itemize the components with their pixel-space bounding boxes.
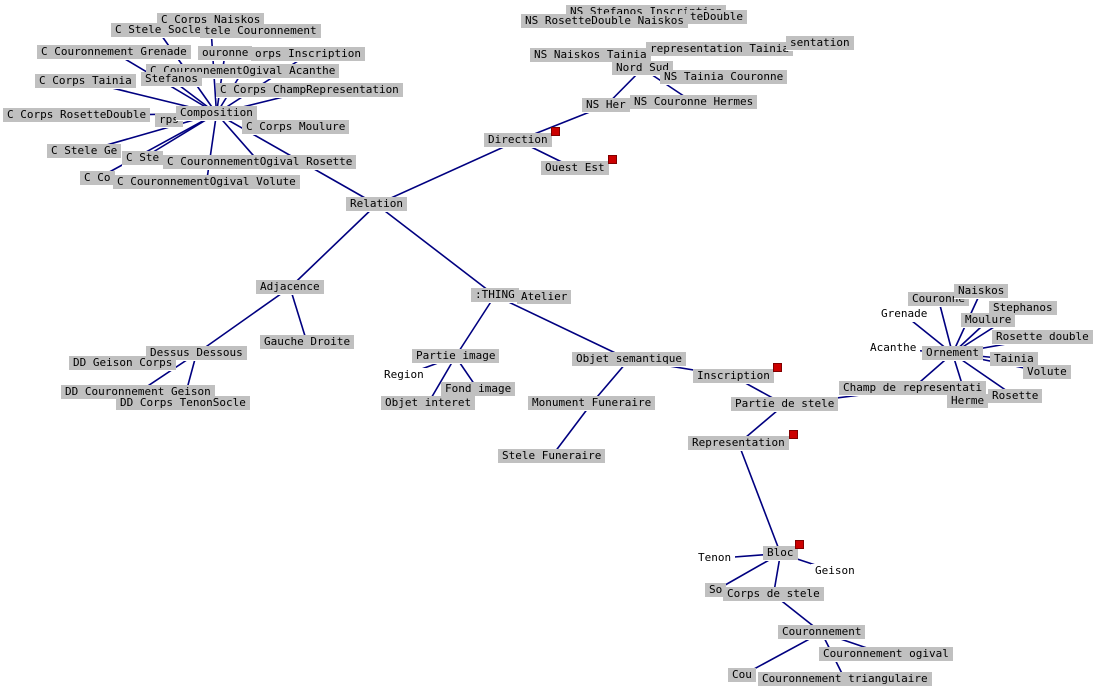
node-c-rps[interactable]: rps bbox=[155, 113, 183, 128]
edge-composition-c-co bbox=[97, 112, 217, 180]
node-socle[interactable]: So bbox=[705, 583, 727, 598]
edge-thing-objet-semantique bbox=[494, 294, 630, 361]
node-c-stele-ge[interactable]: C Stele Ge bbox=[47, 144, 122, 159]
edge-relation-thing bbox=[376, 203, 496, 297]
node-ns-rosettedouble-naiskos[interactable]: NS RosetteDouble Naiskos bbox=[521, 14, 688, 29]
edge-relation-adjacence bbox=[289, 203, 378, 289]
node-c-couronnement-grenade[interactable]: C Couronnement Grenade bbox=[37, 45, 191, 60]
edge-composition-c-couronnementogival-rosette bbox=[215, 112, 261, 164]
expand-marker-icon[interactable] bbox=[789, 430, 798, 439]
node-c-couronne[interactable]: ouronne bbox=[198, 46, 253, 61]
node-c-stele-socle[interactable]: C Stele Socle bbox=[111, 23, 206, 38]
node-objet-interet[interactable]: Objet interet bbox=[381, 396, 476, 411]
node-adjacence[interactable]: Adjacence bbox=[256, 280, 324, 295]
node-couronnement-triangulaire[interactable]: Couronnement triangulaire bbox=[758, 672, 932, 687]
node-dessus-dessous[interactable]: Dessus Dessous bbox=[146, 346, 247, 361]
edge-relation-direction bbox=[376, 139, 519, 206]
edge-composition-c-couronnementogival-volute bbox=[205, 113, 218, 183]
node-cou[interactable]: Cou bbox=[728, 668, 756, 683]
node-region[interactable]: Region bbox=[380, 368, 428, 383]
node-c-stele-couronnement[interactable]: tele Couronnement bbox=[200, 24, 321, 39]
expand-marker-icon[interactable] bbox=[773, 363, 782, 372]
node-ns-naiskos-tainia[interactable]: NS Naiskos Tainia bbox=[530, 48, 651, 63]
node-c-corps-tainia[interactable]: C Corps Tainia bbox=[35, 74, 136, 89]
node-couronne-o[interactable]: Couronne bbox=[908, 292, 969, 307]
node-thing[interactable]: :THING bbox=[471, 288, 519, 303]
node-c-corps-moulure[interactable]: C Corps Moulure bbox=[242, 120, 350, 135]
expand-marker-icon[interactable] bbox=[795, 540, 804, 549]
node-c-couronnementogival-volute[interactable]: C CouronnementOgival Volute bbox=[113, 175, 300, 190]
node-naiskos-o[interactable]: Naiskos bbox=[954, 284, 1009, 299]
node-c-couronnementogival-rosette[interactable]: C CouronnementOgival Rosette bbox=[163, 155, 357, 170]
node-ns-representation-tainia[interactable]: representation Tainia bbox=[646, 42, 794, 57]
node-bloc[interactable]: Bloc bbox=[763, 546, 798, 561]
node-moulure[interactable]: Moulure bbox=[961, 313, 1016, 328]
node-volute[interactable]: Volute bbox=[1023, 365, 1071, 380]
expand-marker-icon[interactable] bbox=[551, 127, 560, 136]
node-inscription[interactable]: Inscription bbox=[693, 369, 774, 384]
node-tenon[interactable]: Tenon bbox=[694, 551, 736, 566]
node-ornement[interactable]: Ornement bbox=[922, 346, 983, 361]
node-tainia[interactable]: Tainia bbox=[990, 352, 1038, 367]
node-ns-sentation[interactable]: sentation bbox=[786, 36, 854, 51]
node-nord-sud[interactable]: Nord Sud bbox=[612, 61, 673, 76]
node-rosette-double[interactable]: Rosette double bbox=[992, 330, 1093, 345]
node-relation[interactable]: Relation bbox=[346, 197, 407, 212]
edge-monument-funeraire-stele-funeraire bbox=[550, 403, 593, 457]
node-c-co[interactable]: C Co bbox=[80, 171, 115, 186]
node-composition[interactable]: Composition bbox=[176, 106, 257, 121]
node-partie-de-stele[interactable]: Partie de stele bbox=[731, 397, 839, 412]
node-c-corps-rosettedouble[interactable]: C Corps RosetteDouble bbox=[3, 108, 151, 123]
edge-thing-partie-image bbox=[454, 295, 496, 357]
node-ns-her[interactable]: NS Her bbox=[582, 98, 630, 113]
node-partie-image[interactable]: Partie image bbox=[412, 349, 500, 364]
node-atelier[interactable]: Atelier bbox=[517, 290, 572, 305]
node-champ-de-representation[interactable]: Champ de representati bbox=[839, 381, 987, 396]
expand-marker-icon[interactable] bbox=[608, 155, 617, 164]
edge-ornement-couronne-o bbox=[937, 299, 954, 354]
node-couronnement[interactable]: Couronnement bbox=[778, 625, 866, 640]
node-fond-image[interactable]: Fond image bbox=[441, 382, 516, 397]
node-acanthe[interactable]: Acanthe bbox=[866, 341, 921, 356]
node-gauche-droite[interactable]: Gauche Droite bbox=[260, 335, 355, 350]
node-geison[interactable]: Geison bbox=[811, 564, 859, 579]
node-grenade[interactable]: Grenade bbox=[877, 307, 932, 322]
node-corps-de-stele[interactable]: Corps de stele bbox=[723, 587, 824, 602]
edge-adjacence-gauche-droite bbox=[289, 287, 308, 343]
node-representation[interactable]: Representation bbox=[688, 436, 789, 451]
node-c-ste[interactable]: C Ste bbox=[122, 151, 164, 166]
node-ns-tedouble[interactable]: teDouble bbox=[686, 10, 747, 25]
node-dd-corps-tenonsocle[interactable]: DD Corps TenonSocle bbox=[116, 396, 250, 411]
node-stephanos[interactable]: Stephanos bbox=[989, 301, 1057, 316]
node-ns-tainia-couronne[interactable]: NS Tainia Couronne bbox=[660, 70, 788, 85]
node-stele-funeraire[interactable]: Stele Funeraire bbox=[498, 449, 606, 464]
edge-adjacence-dessus-dessous bbox=[196, 286, 291, 355]
edge-partie-image-objet-interet bbox=[427, 356, 457, 404]
node-dd-geison-corps[interactable]: DD Geison Corps bbox=[69, 356, 177, 371]
node-ns-couronne-hermes[interactable]: NS Couronne Hermes bbox=[630, 95, 758, 110]
node-c-corps-inscription[interactable]: orps Inscription bbox=[251, 47, 365, 62]
node-ouest-est[interactable]: Ouest Est bbox=[541, 161, 609, 176]
node-rosette[interactable]: Rosette bbox=[988, 389, 1043, 404]
node-stefanos-c[interactable]: Stefanos bbox=[141, 72, 202, 87]
node-c-corps-champrepresentation[interactable]: C Corps ChampRepresentation bbox=[216, 83, 403, 98]
node-hermes[interactable]: Herme bbox=[947, 394, 989, 409]
node-direction[interactable]: Direction bbox=[484, 133, 552, 148]
node-monument-funeraire[interactable]: Monument Funeraire bbox=[528, 396, 656, 411]
edge-representation-bloc bbox=[737, 443, 782, 554]
node-couronnement-ogival[interactable]: Couronnement ogival bbox=[819, 647, 953, 662]
node-objet-semantique[interactable]: Objet semantique bbox=[572, 352, 686, 367]
